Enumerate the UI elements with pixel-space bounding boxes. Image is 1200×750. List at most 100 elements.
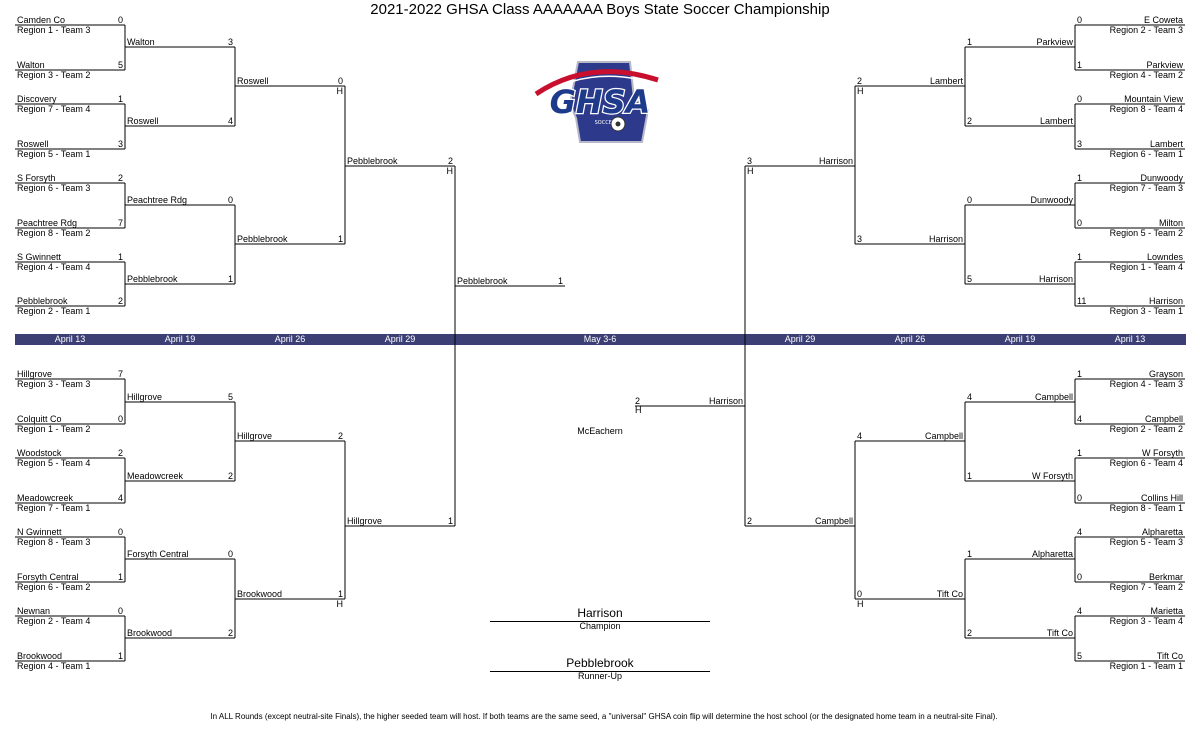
team-score: 0 <box>228 195 233 205</box>
final-venue: McEachern <box>577 426 623 436</box>
team-seed: Region 2 - Team 2 <box>1110 424 1183 434</box>
team-score: 2 <box>338 431 343 441</box>
team-score: 1 <box>1077 448 1082 458</box>
team-score: 5 <box>967 274 972 284</box>
round-date-1: April 19 <box>164 334 196 344</box>
team-name: Roswell <box>237 76 269 86</box>
team-score: 2 <box>118 448 123 458</box>
team-name: Grayson <box>1149 369 1183 379</box>
team-name: Meadowcreek <box>17 493 74 503</box>
team-seed: Region 3 - Team 1 <box>1110 306 1183 316</box>
team-name: W Forsyth <box>1032 471 1073 481</box>
team-name: Brookwood <box>127 628 172 638</box>
champion-team: Harrison <box>577 606 623 620</box>
team-seed: Region 6 - Team 3 <box>17 183 90 193</box>
team-name: S Gwinnett <box>17 252 62 262</box>
team-name: Parkview <box>1036 37 1073 47</box>
team-score: 4 <box>1077 606 1082 616</box>
round-date-0: April 13 <box>54 334 86 344</box>
team-score: 7 <box>118 369 123 379</box>
team-name: Hillgrove <box>237 431 272 441</box>
runner-up-team: Pebblebrook <box>566 656 634 670</box>
team-score: 0 <box>118 606 123 616</box>
team-name: Dunwoody <box>1140 173 1183 183</box>
team-seed: Region 8 - Team 1 <box>1110 503 1183 513</box>
team-name: Campbell <box>815 516 853 526</box>
team-seed: Region 5 - Team 4 <box>17 458 90 468</box>
team-score: 0 <box>338 76 343 86</box>
round-date-3: April 29 <box>384 334 416 344</box>
team-score: 1 <box>1077 173 1082 183</box>
team-name: Campbell <box>1035 392 1073 402</box>
team-name: Alpharetta <box>1032 549 1073 559</box>
team-score: 1 <box>967 471 972 481</box>
team-score: 2 <box>967 628 972 638</box>
team-name: Lambert <box>930 76 964 86</box>
round-date-bar <box>15 334 1186 345</box>
round-date-6: April 26 <box>894 334 926 344</box>
team-name: E Coweta <box>1144 15 1183 25</box>
team-score: 2 <box>635 396 640 406</box>
team-seed: Region 2 - Team 4 <box>17 616 90 626</box>
team-name: Marietta <box>1150 606 1183 616</box>
runner-up-box: Pebblebrook Runner-Up <box>490 657 710 681</box>
team-name: Pebblebrook <box>237 234 288 244</box>
host-marker: H <box>337 599 344 609</box>
team-name: Alpharetta <box>1142 527 1183 537</box>
round-date-2: April 26 <box>274 334 306 344</box>
team-name: Roswell <box>127 116 159 126</box>
host-marker: H <box>857 86 864 96</box>
team-score: 0 <box>1077 15 1082 25</box>
round-date-4: May 3-6 <box>583 334 617 344</box>
team-score: 1 <box>448 516 453 526</box>
team-score: 11 <box>1077 296 1086 306</box>
team-seed: Region 4 - Team 3 <box>1110 379 1183 389</box>
team-name: Pebblebrook <box>457 276 508 286</box>
team-name: Newnan <box>17 606 50 616</box>
team-score: 2 <box>857 76 862 86</box>
team-name: Colquitt Co <box>17 414 62 424</box>
ghsa-soccer-logo: GHSA SOCCER <box>530 58 670 146</box>
team-score: 0 <box>857 589 862 599</box>
team-score: 5 <box>228 392 233 402</box>
team-name: Hillgrove <box>17 369 52 379</box>
page-title: 2021-2022 GHSA Class AAAAAAA Boys State … <box>370 1 830 18</box>
team-score: 3 <box>857 234 862 244</box>
host-marker: H <box>857 599 864 609</box>
team-score: 0 <box>118 414 123 424</box>
team-score: 1 <box>118 94 123 104</box>
team-name: Milton <box>1159 218 1183 228</box>
team-score: 2 <box>967 116 972 126</box>
team-name: Dunwoody <box>1030 195 1073 205</box>
team-name: Hillgrove <box>347 516 382 526</box>
team-score: 1 <box>1077 369 1082 379</box>
team-name: Harrison <box>1039 274 1073 284</box>
team-name: Roswell <box>17 139 49 149</box>
team-score: 0 <box>967 195 972 205</box>
team-name: Parkview <box>1146 60 1183 70</box>
team-score: 2 <box>118 173 123 183</box>
team-name: Brookwood <box>237 589 282 599</box>
team-score: 1 <box>558 276 563 286</box>
team-score: 5 <box>118 60 123 70</box>
team-score: 0 <box>118 15 123 25</box>
team-score: 1 <box>967 37 972 47</box>
team-name: Camden Co <box>17 15 65 25</box>
team-seed: Region 3 - Team 4 <box>1110 616 1183 626</box>
team-name: S Forsyth <box>17 173 56 183</box>
team-seed: Region 5 - Team 3 <box>1110 537 1183 547</box>
team-score: 4 <box>1077 527 1082 537</box>
team-score: 2 <box>118 296 123 306</box>
team-name: Peachtree Rdg <box>127 195 187 205</box>
team-seed: Region 7 - Team 1 <box>17 503 90 513</box>
round-date-8: April 13 <box>1114 334 1146 344</box>
team-seed: Region 8 - Team 4 <box>1110 104 1183 114</box>
team-seed: Region 7 - Team 2 <box>1110 582 1183 592</box>
team-seed: Region 5 - Team 1 <box>17 149 90 159</box>
team-score: 3 <box>228 37 233 47</box>
team-score: 4 <box>228 116 233 126</box>
team-name: Harrison <box>709 396 743 406</box>
team-name: Harrison <box>819 156 853 166</box>
team-score: 1 <box>338 234 343 244</box>
